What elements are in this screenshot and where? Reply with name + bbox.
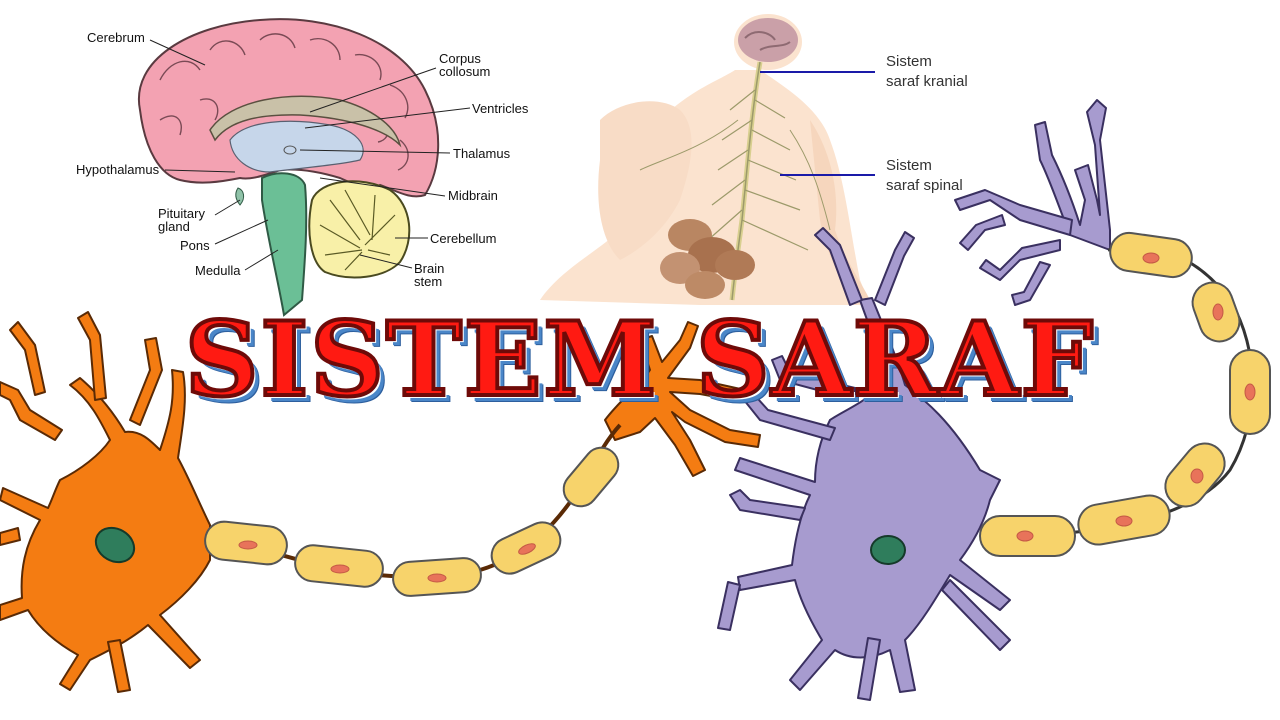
purple-dendrites: [717, 227, 1011, 701]
label-cerebellum: Cerebellum: [430, 231, 496, 246]
brainstem-shape: [261, 172, 308, 317]
orange-axon-terminal: [604, 321, 761, 477]
thalamus-ventricle-shape: [229, 120, 364, 173]
orange-nucleus: [94, 526, 136, 564]
purple-axon-myelin: [979, 231, 1271, 557]
purple-nucleus: [870, 535, 906, 565]
label-cranial-line2: saraf kranial: [886, 73, 968, 90]
brain-leader-lines: [149, 39, 471, 271]
label-brainstem-line1: Brain: [414, 261, 444, 276]
label-pituitary-line1: Pituitary: [158, 206, 205, 221]
purple-neuron: [717, 227, 1011, 701]
label-medulla: Medulla: [195, 263, 241, 278]
label-pituitary-line2: gland: [158, 219, 190, 234]
body-brain: [738, 18, 798, 62]
label-ventricles: Ventricles: [472, 101, 529, 116]
label-brainstem-line2: stem: [414, 274, 442, 289]
orange-axon-myelin: [204, 423, 622, 597]
label-thalamus: Thalamus: [453, 146, 511, 161]
purple-axon-terminal: [954, 99, 1111, 306]
label-cranial-line1: Sistem: [886, 53, 932, 70]
brain-diagram: [137, 18, 440, 317]
label-hypothalamus: Hypothalamus: [76, 162, 160, 177]
label-corpus-line2: collosum: [439, 64, 490, 79]
intestines: [660, 219, 755, 299]
label-midbrain: Midbrain: [448, 188, 498, 203]
page-title: SISTEM SARAF: [183, 298, 1096, 422]
orange-dendrites: [0, 311, 163, 693]
label-spinal-line2: saraf spinal: [886, 177, 963, 194]
pointer-lines: [760, 71, 875, 176]
label-corpus-line1: Corpus: [439, 51, 481, 66]
label-spinal-line1: Sistem: [886, 157, 932, 174]
label-pons: Pons: [180, 238, 210, 253]
cerebellum-shape: [308, 180, 411, 279]
label-cerebrum: Cerebrum: [87, 30, 145, 45]
orange-neuron: [0, 311, 211, 693]
corpus-callosum-shape: [209, 95, 402, 148]
